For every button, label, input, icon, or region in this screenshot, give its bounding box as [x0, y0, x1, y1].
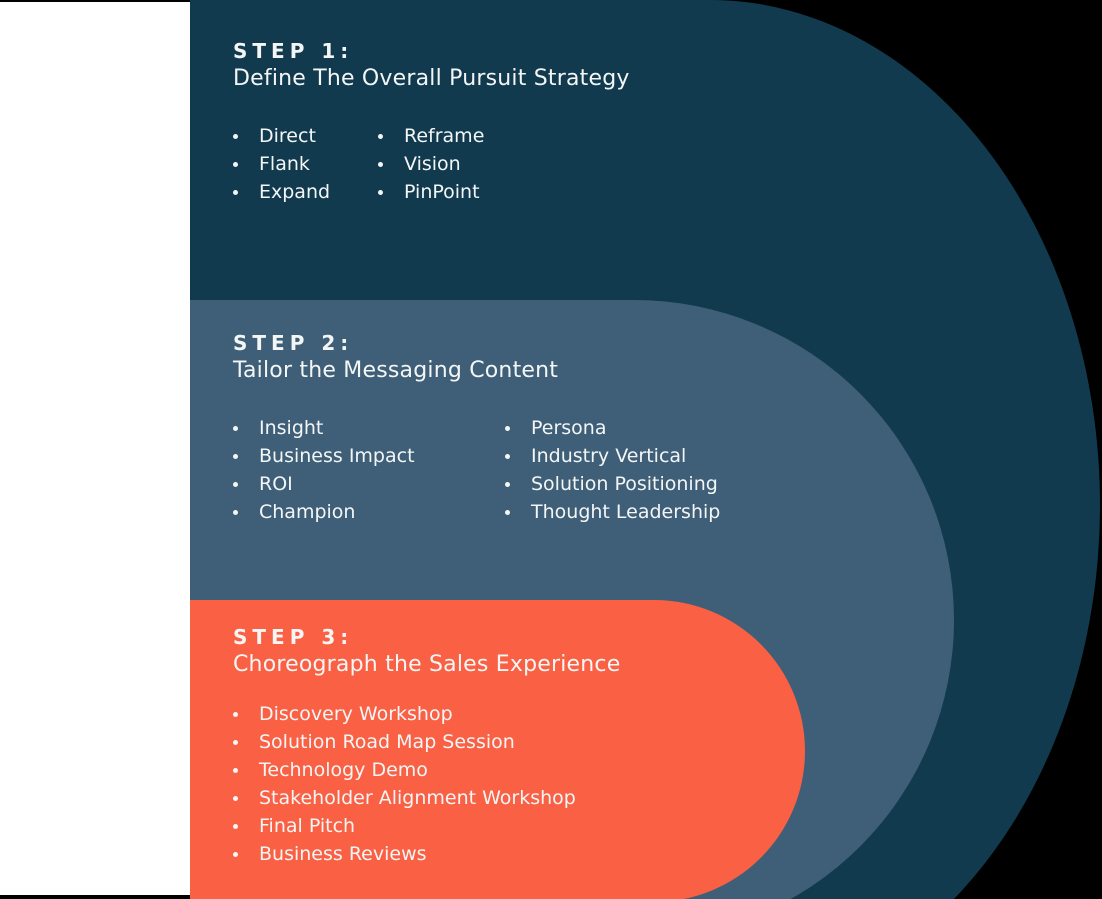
- bullet-icon: [233, 739, 238, 745]
- step-1-bullet-list: Direct Flank Expand Reframe Vision PinPo…: [233, 122, 630, 206]
- step-3-column-1: Discovery Workshop Solution Road Map Ses…: [233, 700, 576, 868]
- list-item: Business Impact: [233, 442, 505, 470]
- bullet-icon: [233, 189, 238, 195]
- list-item: Stakeholder Alignment Workshop: [233, 784, 576, 812]
- step-2-bullet-list: Insight Business Impact ROI Champion Per…: [233, 414, 720, 526]
- list-item: Industry Vertical: [505, 442, 720, 470]
- bullet-icon: [378, 133, 383, 139]
- list-item: Solution Positioning: [505, 470, 720, 498]
- bullet-icon: [233, 851, 238, 857]
- list-item: Solution Road Map Session: [233, 728, 576, 756]
- step-2-label: STEP 2:: [233, 331, 354, 355]
- list-item: Technology Demo: [233, 756, 576, 784]
- bullet-icon: [505, 481, 510, 487]
- list-item: Champion: [233, 498, 505, 526]
- bullet-icon: [233, 133, 238, 139]
- step-1-content: STEP 1: Define The Overall Pursuit Strat…: [233, 38, 630, 206]
- bullet-icon: [378, 189, 383, 195]
- bullet-icon: [378, 161, 383, 167]
- bullet-icon: [505, 509, 510, 515]
- step-3-label: STEP 3:: [233, 625, 354, 649]
- list-item: Business Reviews: [233, 840, 576, 868]
- bullet-icon: [505, 453, 510, 459]
- bullet-icon: [233, 425, 238, 431]
- list-item: PinPoint: [378, 178, 484, 206]
- list-item: Vision: [378, 150, 484, 178]
- step-3-bullet-list: Discovery Workshop Solution Road Map Ses…: [233, 700, 620, 868]
- list-item: ROI: [233, 470, 505, 498]
- step-1-label: STEP 1:: [233, 39, 354, 63]
- list-item: Reframe: [378, 122, 484, 150]
- step-3-title: Choreograph the Sales Experience: [233, 652, 621, 677]
- bullet-icon: [233, 711, 238, 717]
- list-item: Insight: [233, 414, 505, 442]
- step-1-column-2: Reframe Vision PinPoint: [378, 122, 484, 206]
- bullet-icon: [233, 767, 238, 773]
- bullet-icon: [233, 481, 238, 487]
- step-2-content: STEP 2: Tailor the Messaging Content Ins…: [233, 330, 720, 526]
- list-item: Final Pitch: [233, 812, 576, 840]
- list-item: Discovery Workshop: [233, 700, 576, 728]
- list-item: Direct: [233, 122, 378, 150]
- step-1-title: Define The Overall Pursuit Strategy: [233, 66, 630, 91]
- bullet-icon: [233, 795, 238, 801]
- step-2-title: Tailor the Messaging Content: [233, 358, 559, 383]
- bullet-icon: [505, 425, 510, 431]
- list-item: Flank: [233, 150, 378, 178]
- list-item: Expand: [233, 178, 378, 206]
- step-3-band: STEP 3: Choreograph the Sales Experience…: [190, 600, 805, 899]
- step-1-column-1: Direct Flank Expand: [233, 122, 378, 206]
- bullet-icon: [233, 509, 238, 515]
- step-2-column-1: Insight Business Impact ROI Champion: [233, 414, 505, 526]
- step-2-column-2: Persona Industry Vertical Solution Posit…: [505, 414, 720, 526]
- bullet-icon: [233, 823, 238, 829]
- left-margin-panel: [0, 2, 190, 895]
- step-3-content: STEP 3: Choreograph the Sales Experience…: [233, 624, 620, 868]
- list-item: Thought Leadership: [505, 498, 720, 526]
- list-item: Persona: [505, 414, 720, 442]
- bullet-icon: [233, 161, 238, 167]
- bullet-icon: [233, 453, 238, 459]
